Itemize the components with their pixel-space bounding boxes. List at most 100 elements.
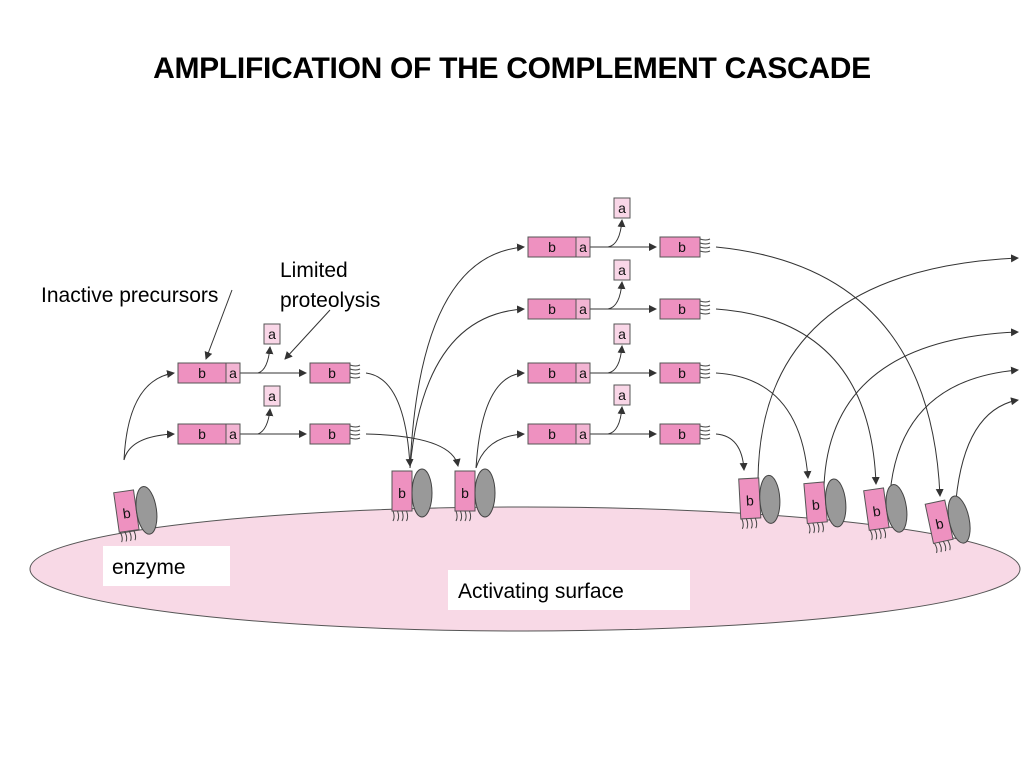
cleaved-b-fringe xyxy=(349,425,361,440)
released-a-label: a xyxy=(618,200,626,216)
bind-arrow-2 xyxy=(365,433,461,467)
bound-b-label: b xyxy=(934,515,945,532)
bind-arrow-4 xyxy=(715,308,880,485)
bind-arrow-6 xyxy=(715,433,748,471)
released-a-box xyxy=(613,384,631,406)
limited-proteolysis-label-line1: Limited xyxy=(280,259,348,282)
released-a-label: a xyxy=(618,262,626,278)
cleaved-b-fragment-4: b xyxy=(659,298,711,320)
precursor-b-label: b xyxy=(198,426,206,442)
cleaved-b-label: b xyxy=(678,301,686,317)
precursor-b-label: b xyxy=(548,426,556,442)
released-a-box xyxy=(613,259,631,281)
cleaved-b-label: b xyxy=(678,426,686,442)
cleaved-b-fragment-5: b xyxy=(659,362,711,384)
release-a-arrow-5 xyxy=(607,345,626,374)
precursor-b-label: b xyxy=(548,301,556,317)
released-a-fragment-4: a xyxy=(613,259,631,281)
bound-b-fringe xyxy=(741,517,758,530)
bound-b-enzyme-4: b xyxy=(738,474,781,530)
cleaved-b-label: b xyxy=(678,239,686,255)
released-a-box xyxy=(263,385,281,407)
bound-b-enzyme-5: b xyxy=(803,478,847,534)
bound-b-fringe xyxy=(455,510,472,522)
cleaved-b-label: b xyxy=(328,426,336,442)
released-a-fragment-3: a xyxy=(613,197,631,219)
precursor-a-label: a xyxy=(579,301,587,317)
bind-arrow-1 xyxy=(365,372,414,467)
precursor-a-label: a xyxy=(229,365,237,381)
cleaved-b-fringe xyxy=(699,238,711,253)
bound-b-fringe xyxy=(119,530,137,543)
enzyme-to-precursor-arrow-5 xyxy=(475,369,525,469)
cleaved-b-fringe xyxy=(699,364,711,379)
released-a-fragment-layer: a a a a a a xyxy=(263,197,631,407)
bound-b-label: b xyxy=(811,496,820,513)
precursor-a-segment xyxy=(575,298,591,320)
cleaved-b-fragment-6: b xyxy=(659,423,711,445)
bound-b-label: b xyxy=(461,485,469,501)
bound-b-label: b xyxy=(398,485,406,501)
bound-b-label: b xyxy=(122,505,132,522)
precursor-a-segment xyxy=(575,236,591,258)
enzyme-oval xyxy=(947,495,971,544)
enzyme-oval xyxy=(135,486,158,535)
arrow-layer xyxy=(123,219,1019,501)
enzyme-label-box: enzyme xyxy=(103,546,230,586)
released-a-box xyxy=(613,197,631,219)
precursor-a-segment xyxy=(575,423,591,445)
precursor-a-label: a xyxy=(229,426,237,442)
enzyme-oval xyxy=(825,478,847,528)
enzyme-to-precursor-arrow-3 xyxy=(409,243,525,469)
limited-proteolysis-label-line2: proteolysis xyxy=(280,289,380,312)
bound-b-enzyme-1: b xyxy=(113,486,158,543)
precursor-b-label: b xyxy=(198,365,206,381)
cleaved-b-fragment-3: b xyxy=(659,236,711,258)
enzyme-to-precursor-arrow-1 xyxy=(123,370,175,461)
outgoing-arrow-4 xyxy=(955,397,1019,501)
release-a-arrow-3 xyxy=(607,219,626,248)
bound-b-fringe xyxy=(869,528,887,541)
enzyme-oval xyxy=(885,484,908,533)
bound-b-enzyme-7: b xyxy=(924,495,971,554)
precursor-a-segment xyxy=(575,362,591,384)
released-a-label: a xyxy=(618,326,626,342)
released-a-box xyxy=(263,323,281,345)
released-a-label: a xyxy=(618,387,626,403)
surface-bound-layer: b b b b b b b xyxy=(113,468,971,554)
precursor-b-label: b xyxy=(548,239,556,255)
activating-surface-label-box: Activating surface xyxy=(448,570,690,610)
outgoing-arrow-3 xyxy=(889,366,1019,495)
released-a-fragment-5: a xyxy=(613,323,631,345)
bound-b-enzyme-3: b xyxy=(454,468,496,522)
bound-b-label: b xyxy=(746,492,755,508)
bound-b-enzyme-2: b xyxy=(391,468,433,522)
cleaved-b-fringe xyxy=(349,364,361,379)
enzyme-to-precursor-arrow-2 xyxy=(123,430,175,461)
precursor-a-label: a xyxy=(579,239,587,255)
enzyme-oval xyxy=(759,474,781,524)
released-a-fragment-2: a xyxy=(263,385,281,407)
released-a-label: a xyxy=(268,388,276,404)
cleaved-b-label: b xyxy=(328,365,336,381)
bind-arrow-3 xyxy=(715,246,944,497)
outgoing-arrow-2 xyxy=(823,328,1019,487)
activating-surface-ellipse xyxy=(29,506,1021,632)
bound-b-label: b xyxy=(872,503,882,520)
precursor-a-segment xyxy=(225,362,241,384)
page-title: AMPLIFICATION OF THE COMPLEMENT CASCADE xyxy=(153,52,871,85)
bound-b-fringe xyxy=(392,510,409,522)
precursor-a-label: a xyxy=(579,426,587,442)
cleaved-b-fragment-2: b xyxy=(309,423,361,445)
enzyme-oval xyxy=(411,468,433,518)
enzyme-oval xyxy=(474,468,496,518)
inactive-precursors-label: Inactive precursors xyxy=(41,284,218,307)
